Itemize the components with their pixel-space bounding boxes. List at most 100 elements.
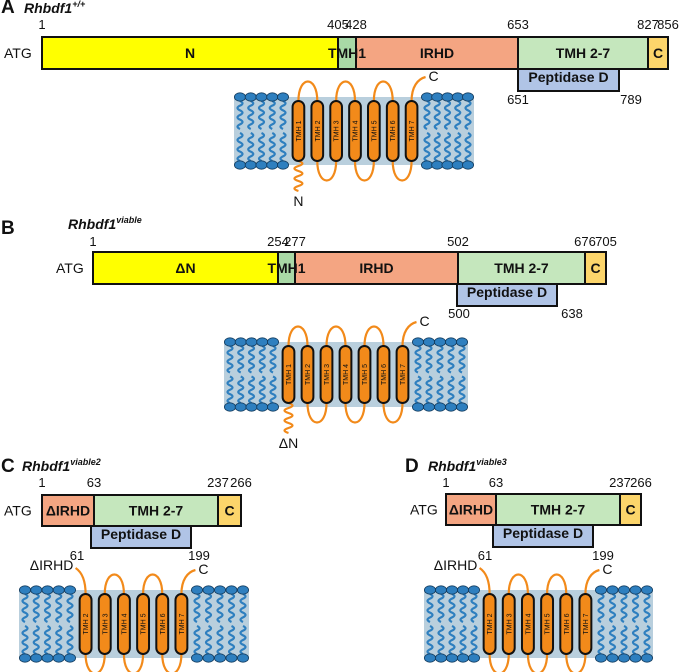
lipid-tail [631, 625, 640, 655]
lipid-tail [21, 593, 29, 623]
helix-loop [353, 160, 375, 182]
lipid-head [30, 585, 43, 595]
lipid-head [234, 402, 247, 412]
lipid-head [255, 160, 268, 170]
helix-label: TMH 5 [141, 613, 148, 634]
lipid-tail [464, 132, 472, 162]
lipid-head [461, 160, 474, 170]
residue-number: 428 [345, 17, 367, 32]
domain-label: IRHD [359, 260, 393, 276]
lipid-tail [216, 593, 224, 623]
peptidase-end-number: 199 [592, 548, 614, 563]
lipid-head [223, 402, 236, 412]
domain-label: TMH1 [267, 260, 305, 276]
helix-label: TMH 5 [545, 613, 552, 634]
c-terminal-tail [180, 568, 196, 595]
lipid-tail [239, 593, 247, 623]
lipid-head [30, 653, 43, 663]
lipid-tail [226, 375, 234, 405]
gene-allele-superscript: viable3 [476, 457, 507, 467]
domain-label: C [590, 260, 600, 276]
domain-segment [619, 493, 642, 526]
lipid-tail [227, 593, 236, 623]
residue-number: 827 [637, 17, 659, 32]
domain-segment [294, 251, 459, 285]
lipid-tail [454, 100, 462, 130]
lipid-head [431, 92, 444, 102]
lipid-head [420, 92, 433, 102]
lipid-tail [425, 344, 433, 374]
peptidase-d-label: Peptidase D [503, 525, 583, 541]
domain-segment [445, 493, 497, 526]
lipid-head [276, 92, 289, 102]
lipid-tail [32, 593, 40, 623]
lipid-tail [437, 625, 445, 655]
transmembrane-helix [404, 100, 419, 162]
lipid-tail [458, 375, 466, 405]
lipid-head [244, 92, 257, 102]
lipid-head [276, 160, 289, 170]
lipid-tail [454, 132, 462, 162]
helix-label: TMH 2 [487, 613, 494, 634]
peptidase-d-overlap [456, 283, 558, 307]
domain-label: TMH 2-7 [531, 502, 586, 518]
helix-loop [306, 402, 328, 424]
helix-label: TMH 5 [362, 364, 369, 385]
lipid-tail [448, 625, 456, 655]
helix-label: TMH 2 [315, 120, 322, 141]
peptidase-d-overlap [90, 525, 192, 549]
peptidase-end-number: 789 [620, 92, 642, 107]
helix-loop [325, 325, 347, 347]
lipid-tail [66, 625, 74, 655]
gene-name: Rhbdf1viable [68, 215, 142, 232]
lipid-tail [433, 100, 441, 130]
lipid-tail [414, 344, 422, 374]
lipid-tail [433, 132, 441, 162]
lipid-tail [43, 593, 52, 623]
helix-label: TMH 3 [324, 364, 331, 385]
lipid-head [451, 92, 464, 102]
lipid-head [18, 653, 31, 663]
domain-segment [495, 493, 621, 526]
lipid-head [225, 653, 238, 663]
n-terminus-label: ΔIRHD [434, 557, 478, 573]
lipid-tail [269, 375, 277, 405]
n-terminal-tail [478, 567, 491, 595]
lipid-head [423, 653, 436, 663]
gene-allele-superscript: viable [116, 215, 142, 225]
lipid-head [234, 337, 247, 347]
lipid-head [202, 585, 215, 595]
transmembrane-helix [348, 100, 362, 162]
domain-segment [647, 36, 669, 70]
residue-number: 856 [657, 17, 679, 32]
lipid-tail [597, 593, 605, 623]
lipid-head [41, 653, 54, 663]
lipid-head [236, 585, 249, 595]
transmembrane-helix [338, 345, 353, 404]
panel-letter: A [1, 0, 15, 18]
lipid-tail [193, 593, 201, 623]
helix-loop [287, 325, 309, 347]
transmembrane-helix [501, 593, 516, 655]
peptidase-d-label: Peptidase D [467, 284, 547, 300]
lipid-tail [237, 344, 245, 374]
domain-segment [41, 36, 339, 70]
peptidase-start-number: 500 [448, 306, 470, 321]
helix-loop [103, 573, 126, 595]
lipid-head [266, 92, 279, 102]
helix-loop [507, 573, 530, 595]
transmembrane-helix [540, 593, 555, 655]
lipid-head [64, 585, 77, 595]
helix-loop [363, 325, 385, 347]
helix-label: TMH 2 [83, 613, 90, 634]
lipid-head [461, 92, 474, 102]
lipid-head [441, 160, 454, 170]
lipid-tail [470, 593, 478, 623]
gene-symbol: Rhbdf1 [22, 458, 70, 474]
lipid-head [629, 653, 642, 663]
lipid-head [629, 585, 642, 595]
domain-label: TMH 2-7 [129, 503, 184, 519]
transmembrane-helix [520, 593, 535, 655]
lipid-tail [620, 625, 628, 655]
